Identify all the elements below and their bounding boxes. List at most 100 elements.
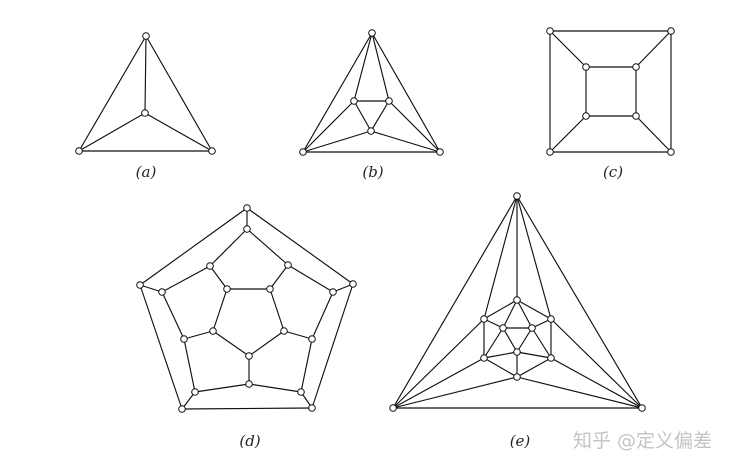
graph-edge <box>549 30 587 68</box>
graph-edge <box>144 35 147 114</box>
graph-vertex <box>75 147 83 155</box>
graph-d-label: (d) <box>239 432 260 450</box>
graph-a-vertices <box>75 32 216 155</box>
graph-vertex <box>266 285 274 293</box>
graph-vertex <box>350 97 358 105</box>
graph-edge <box>139 284 183 410</box>
graph-edge <box>161 291 185 340</box>
graph-vertex <box>499 324 507 332</box>
graph-edge <box>212 330 250 357</box>
graph-edge <box>635 30 672 68</box>
graph-edge <box>392 318 485 409</box>
graph-edge <box>283 330 313 340</box>
graph-b-label: (b) <box>362 163 383 181</box>
graph-e-label: (e) <box>510 432 531 450</box>
graph-edge <box>353 100 372 132</box>
graph-vertex <box>385 97 393 105</box>
graph-vertex <box>528 324 536 332</box>
graph-edge <box>392 376 518 409</box>
graph-vertex <box>349 280 357 288</box>
graph-edge <box>78 35 147 152</box>
graph-c-cube: (c) <box>546 27 675 181</box>
watermark-text: 知乎 @定义偏差 <box>573 430 712 452</box>
graph-d-vertices <box>136 204 357 413</box>
graph-edge <box>248 330 285 357</box>
graph-edge <box>392 195 518 409</box>
graph-edge <box>287 264 334 293</box>
graph-edge <box>392 357 485 409</box>
graph-edge <box>483 195 518 320</box>
graph-vertex <box>209 327 217 335</box>
graph-edge <box>371 32 441 153</box>
graph-vertex <box>245 380 253 388</box>
graph-edge <box>311 283 354 409</box>
graph-vertex <box>178 405 186 413</box>
graph-vertex <box>582 112 590 120</box>
graph-vertex <box>367 127 375 135</box>
graph-edge <box>635 115 672 153</box>
graph-edge <box>183 338 196 393</box>
graph-vertex <box>547 354 555 362</box>
graph-edge <box>181 407 313 410</box>
graph-vertex <box>632 63 640 71</box>
graph-vertex <box>180 335 188 343</box>
graph-edge <box>269 288 285 332</box>
graph-vertex <box>480 354 488 362</box>
graph-edge <box>516 299 533 329</box>
graph-edge <box>370 130 441 153</box>
graph-edge <box>311 291 334 340</box>
graph-b-vertices <box>299 29 444 156</box>
graph-vertex <box>297 388 305 396</box>
graph-vertex <box>632 112 640 120</box>
graph-vertex <box>299 148 307 156</box>
graph-edge <box>483 327 504 359</box>
graph-vertex <box>191 388 199 396</box>
graph-vertex <box>280 327 288 335</box>
graph-vertex <box>368 29 376 37</box>
graph-edge <box>531 327 552 359</box>
graph-edge <box>302 100 355 153</box>
graph-a-label: (a) <box>136 163 157 181</box>
graph-vertex <box>329 288 337 296</box>
graph-edge <box>388 100 441 153</box>
graph-vertex <box>582 63 590 71</box>
graph-edge <box>212 288 228 332</box>
graph-d-dodecahedron: (d) <box>136 204 357 450</box>
graph-edge <box>183 330 214 340</box>
graph-edge <box>353 32 373 102</box>
graph-vertex <box>638 404 646 412</box>
graph-edge <box>516 351 552 359</box>
graph-vertex <box>513 348 521 356</box>
graph-vertex <box>547 315 555 323</box>
graph-b-edges <box>302 32 441 153</box>
graph-vertex <box>389 404 397 412</box>
graph-vertex <box>158 288 166 296</box>
graph-edge <box>246 207 354 285</box>
graph-edge <box>302 130 372 153</box>
graph-vertex <box>245 352 253 360</box>
graph-edge <box>248 383 302 393</box>
graph-a-edges <box>78 35 213 152</box>
graph-c-label: (c) <box>603 163 623 181</box>
graph-a-tetrahedron: (a) <box>75 32 216 181</box>
graph-vertex <box>141 109 149 117</box>
graph-edge <box>269 264 289 290</box>
graph-edge <box>483 299 518 320</box>
graph-edge <box>139 284 163 293</box>
graph-edge <box>209 265 228 290</box>
graph-edge <box>516 376 643 409</box>
graph-edge <box>516 195 552 320</box>
graph-vertex <box>667 27 675 35</box>
graph-e-vertices <box>389 192 646 412</box>
graph-vertex <box>308 335 316 343</box>
graph-vertex <box>513 296 521 304</box>
graph-vertex <box>480 315 488 323</box>
graph-edge <box>209 228 248 267</box>
graph-vertex <box>546 148 554 156</box>
graph-edge <box>371 32 390 102</box>
graph-vertex <box>208 147 216 155</box>
graph-edge <box>194 383 250 393</box>
graph-c-vertices <box>546 27 675 156</box>
